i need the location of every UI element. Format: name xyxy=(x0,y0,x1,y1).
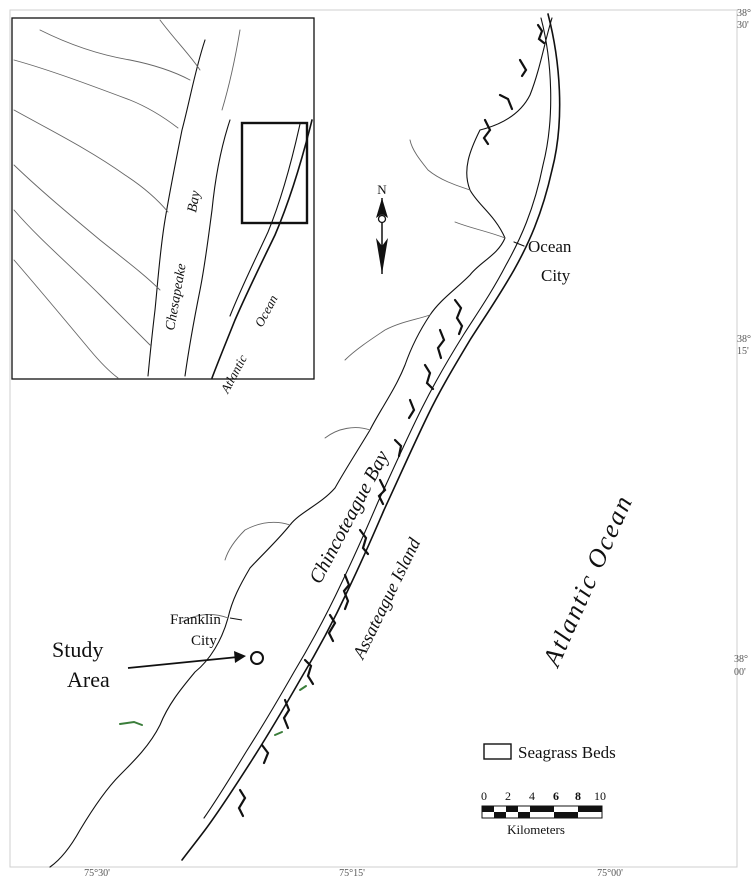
marsh-islands xyxy=(237,23,546,818)
assateague-island-label: Assateague Island xyxy=(348,534,424,663)
atlantic-ocean-label: Atlantic Ocean xyxy=(536,490,638,672)
lat-label-3-deg: 38° xyxy=(734,654,748,665)
scale-bar: 0 2 4 6 8 10 Kilometers xyxy=(481,789,606,837)
scale-tick-4: 4 xyxy=(529,789,535,803)
north-label: N xyxy=(377,182,387,197)
ocean-city-label-line2: City xyxy=(541,266,571,285)
seagrass-legend-swatch xyxy=(483,743,512,760)
seagrass-patches xyxy=(119,685,307,736)
north-arrow: N xyxy=(376,182,388,274)
lat-label-1-min: 30' xyxy=(737,20,749,31)
franklin-city-label-line2: City xyxy=(191,633,217,649)
scale-tick-10: 10 xyxy=(594,789,606,803)
lon-label-1: 75°30' xyxy=(84,868,110,879)
study-area-label-line2: Area xyxy=(67,667,110,692)
inset-bay-label: Bay xyxy=(185,189,204,214)
mainland-shoreline xyxy=(49,17,553,868)
lat-label-2-min: 15' xyxy=(737,346,749,357)
inset-map-frame xyxy=(11,17,315,380)
scale-tick-6: 6 xyxy=(553,789,559,803)
main-map-frame xyxy=(9,9,738,868)
inset-map: Chesapeake Bay Atlantic Ocean xyxy=(11,17,315,396)
lat-label-2-deg: 38° xyxy=(737,334,751,345)
scale-unit-label: Kilometers xyxy=(507,822,565,837)
ocean-city-label-line1: Ocean xyxy=(528,237,572,256)
lat-label-3-min: 00' xyxy=(734,667,746,678)
study-area-marker: Study Area xyxy=(52,637,264,692)
legend: Seagrass Beds xyxy=(483,743,616,762)
longitude-labels: 75°30' 75°15' 75°00' xyxy=(84,868,623,879)
inset-zoom-box xyxy=(240,121,309,225)
barrier-island xyxy=(181,13,561,861)
lat-label-1-deg: 38° xyxy=(737,8,751,19)
seagrass-legend-label: Seagrass Beds xyxy=(518,743,616,762)
lon-label-2: 75°15' xyxy=(339,868,365,879)
latitude-labels: 38° 30' 38° 15' 38° 00' xyxy=(734,8,751,678)
study-area-label-line1: Study xyxy=(52,637,103,662)
scale-tick-0: 0 xyxy=(481,789,487,803)
lon-label-3: 75°00' xyxy=(597,868,623,879)
scale-tick-8: 8 xyxy=(575,789,581,803)
franklin-city-label-line1: Franklin xyxy=(170,612,221,628)
scale-tick-2: 2 xyxy=(505,789,511,803)
